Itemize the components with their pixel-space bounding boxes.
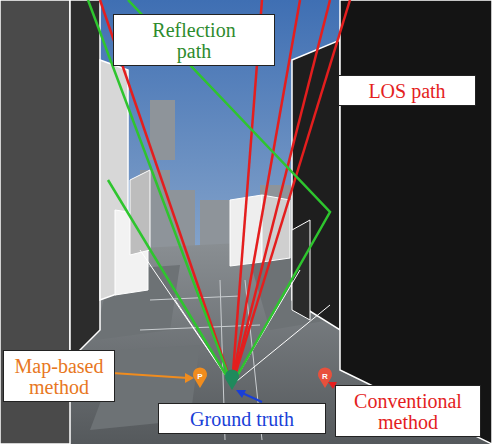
pin-letter: R <box>319 372 331 382</box>
path-label-box: LOS path <box>338 75 476 106</box>
left-buildings <box>0 0 148 444</box>
leader-arrows <box>112 373 345 402</box>
right-buildings <box>292 0 492 444</box>
los-rays <box>100 0 350 385</box>
node-text: Ground truth <box>190 409 294 430</box>
path-label-box: Reflection path <box>113 14 275 66</box>
method-label-box: Ground truth <box>158 403 326 434</box>
node-text: Conventional method <box>343 391 473 433</box>
node-text: Map-based method <box>11 356 107 398</box>
method-label-box: Map-based method <box>3 350 115 402</box>
node-text: Reflection path <box>139 20 249 62</box>
reflection-rays <box>88 0 330 385</box>
method-label-box: Conventional method <box>335 385 481 437</box>
pins <box>193 367 332 390</box>
node-text: LOS path <box>368 81 445 102</box>
pin-letter: P <box>194 372 206 382</box>
